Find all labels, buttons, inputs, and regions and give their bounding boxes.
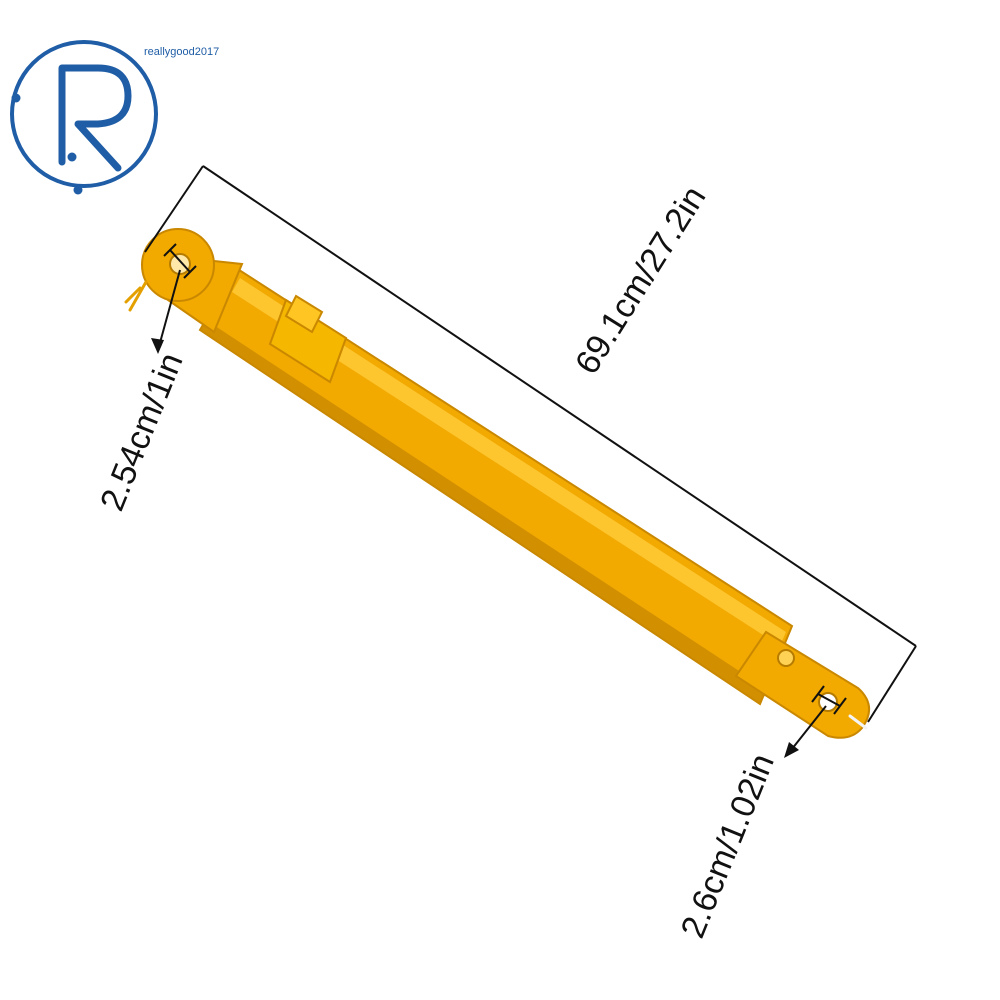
top-mount-hole — [169, 253, 191, 275]
bottom-hole-span — [817, 693, 841, 707]
bottom-hole-tick — [811, 685, 825, 703]
logo-dot-icon — [73, 185, 83, 195]
cylinder-highlight — [232, 278, 786, 646]
brand-text: reallygood2017 — [144, 46, 219, 58]
hydraulic-cylinder — [124, 228, 870, 739]
top-hole-arrow-icon — [151, 338, 164, 354]
logo-dot-icon — [11, 93, 21, 103]
bottom-hole-leader — [787, 705, 827, 755]
rod-pin — [848, 714, 868, 730]
brand-logo: reallygood2017 — [10, 40, 219, 195]
port-block — [268, 298, 348, 384]
length-dimension-line — [202, 165, 917, 647]
top-hole-tick — [163, 243, 177, 257]
length-extension-line — [867, 645, 917, 723]
top-hole-tick — [183, 265, 197, 279]
port-boss — [284, 294, 324, 334]
logo-dot-icon — [67, 152, 77, 162]
length-dimension: 69.1cm/27.2in — [144, 165, 917, 723]
bottom-port-icon — [777, 649, 795, 667]
top-hole-label: 2.54cm/1in — [93, 348, 191, 516]
top-hole-span — [169, 249, 191, 273]
bottom-hole-tick — [833, 697, 847, 715]
length-extension-line — [144, 165, 204, 253]
grease-fitting — [124, 280, 148, 312]
logo-ring — [10, 40, 158, 188]
logo-r-icon — [58, 64, 132, 172]
bottom-hole-label: 2.6cm/1.02in — [674, 749, 782, 944]
top-hole-leader — [157, 269, 181, 351]
cylinder-shadow — [200, 320, 768, 704]
bottom-hole-arrow-icon — [784, 742, 799, 758]
length-label: 69.1cm/27.2in — [568, 180, 713, 381]
rod-end — [734, 630, 870, 739]
